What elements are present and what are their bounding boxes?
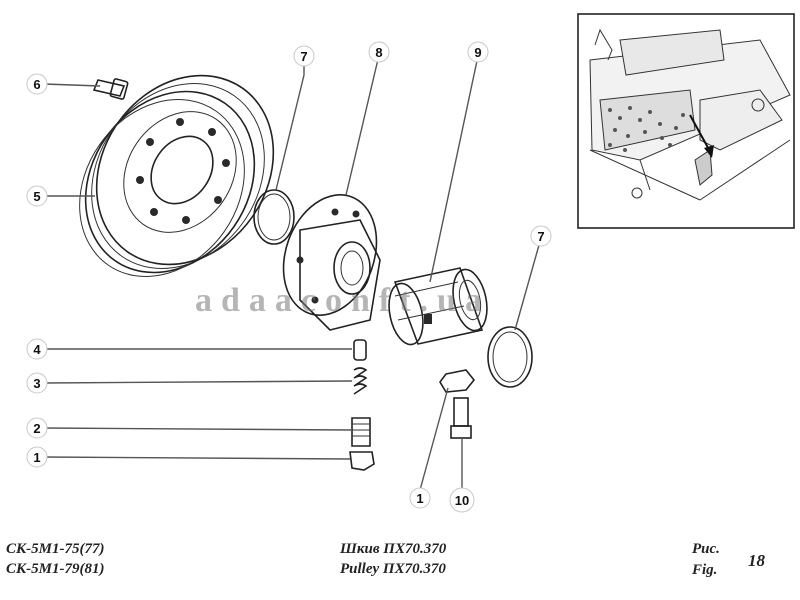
callout-6: 6 (26, 73, 48, 95)
leader-lines (43, 54, 542, 491)
model-line-2: СК-5М1-79(81) (6, 561, 105, 577)
svg-text:1: 1 (33, 450, 40, 465)
svg-text:4: 4 (33, 342, 41, 357)
bolt-part-6 (92, 78, 129, 100)
svg-text:1: 1 (416, 491, 423, 506)
pin-part-4 (353, 339, 367, 361)
pulley-part-5 (79, 74, 275, 277)
callout-1-bottom: 1 (409, 487, 431, 509)
callout-3: 3 (26, 372, 48, 394)
svg-text:7: 7 (300, 49, 307, 64)
callout-5: 5 (26, 185, 48, 207)
nut-part-1b (439, 369, 476, 393)
fig-label-en: Fig. (692, 562, 718, 578)
retaining-ring-part-7b (487, 326, 533, 388)
svg-text:7: 7 (537, 229, 544, 244)
fig-number: 18 (748, 551, 765, 570)
model-line-1: СК-5М1-75(77) (6, 541, 105, 557)
callout-10: 10 (449, 487, 475, 513)
callout-2: 2 (26, 417, 48, 439)
svg-text:3: 3 (33, 376, 40, 391)
callout-7-ring-right: 7 (530, 225, 552, 247)
spring-part-2 (351, 417, 371, 447)
svg-text:10: 10 (455, 493, 469, 508)
callout-7-ring-left: 7 (293, 45, 315, 67)
fig-label-ru: Рис. (692, 541, 720, 557)
fasteners-right (439, 369, 476, 439)
bolt-part-10 (453, 397, 469, 427)
title-en: Pulley ПХ70.370 (340, 561, 446, 577)
small-parts-column (349, 339, 375, 471)
svg-text:2: 2 (33, 421, 40, 436)
callout-9: 9 (467, 41, 489, 63)
svg-text:8: 8 (375, 45, 382, 60)
svg-text:6: 6 (33, 77, 40, 92)
callout-1-left: 1 (26, 446, 48, 468)
callout-4: 4 (26, 338, 48, 360)
svg-text:9: 9 (474, 45, 481, 60)
spring-part-3 (353, 367, 368, 395)
watermark-text: adaaconft.ua (195, 282, 491, 319)
inset-overview-drawing (577, 13, 795, 229)
sleeve-part-9 (388, 267, 488, 346)
retaining-ring-part-7a (253, 189, 295, 245)
callouts: 6 5 7 8 9 7 4 3 (26, 41, 552, 513)
nut-part-1a (349, 451, 375, 471)
callout-8: 8 (368, 41, 390, 63)
svg-text:5: 5 (33, 189, 40, 204)
hub-flange-part-8 (282, 194, 381, 331)
title-ru: Шкив ПХ70.370 (340, 541, 447, 557)
